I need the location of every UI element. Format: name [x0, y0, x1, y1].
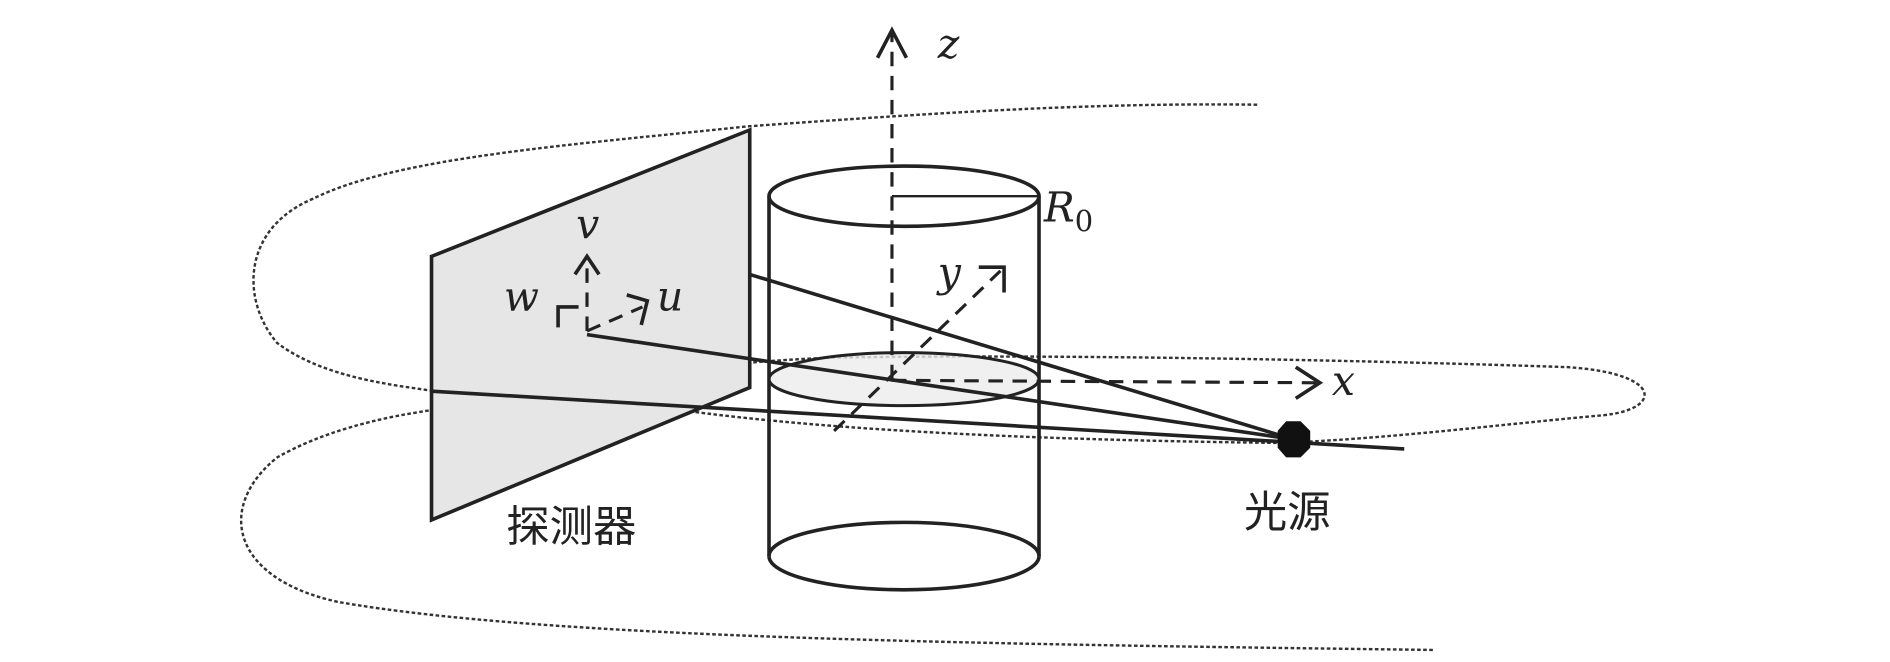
light-source-icon	[1277, 421, 1311, 458]
w-label: w	[504, 273, 539, 321]
detector-label: 探测器	[506, 503, 636, 553]
radius-label: R0	[1043, 183, 1093, 238]
ray-center	[586, 332, 1294, 442]
ray-bottom	[431, 389, 1405, 451]
cylinder	[767, 164, 1041, 592]
trajectory-curve	[240, 103, 1646, 652]
radius-subscript: 0	[1075, 204, 1093, 238]
y-axis	[833, 269, 1002, 433]
light-source-label: 光源	[1244, 488, 1331, 538]
x-label: x	[1332, 357, 1355, 405]
y-label: y	[936, 248, 962, 296]
u-arrow-icon	[626, 293, 650, 326]
u-axis	[586, 305, 644, 333]
y-arrow-icon	[978, 265, 1006, 293]
detector-plane	[429, 127, 752, 523]
w-arrow-icon	[556, 305, 579, 328]
z-label: z	[937, 20, 960, 68]
v-arrow-icon	[573, 253, 601, 276]
u-label: u	[657, 273, 683, 321]
z-arrow-icon	[875, 26, 909, 59]
ray-top	[749, 272, 1294, 442]
x-arrow-icon	[1294, 365, 1324, 400]
v-label: v	[576, 200, 599, 248]
